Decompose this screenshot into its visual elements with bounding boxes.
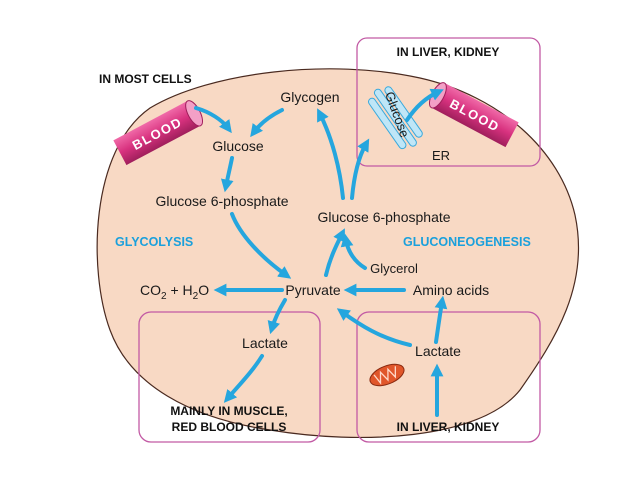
arrow-glucose-to-g6p [220, 156, 234, 193]
arrow-lactate-to-pyruvate [336, 308, 412, 347]
mitochondrion-icon [369, 363, 405, 387]
plus-h-text: + H [167, 282, 193, 298]
heading-liver-kidney-bottom: IN LIVER, KIDNEY [397, 420, 500, 434]
h2o-subscript: 2 [193, 291, 199, 302]
heading-liver-kidney-top: IN LIVER, KIDNEY [397, 45, 500, 59]
heading-most-cells: IN MOST CELLS [99, 72, 192, 86]
heading-muscle-line1: MAINLY IN MUSCLE, [170, 404, 287, 418]
node-glycogen: Glycogen [280, 89, 339, 105]
node-glycerol: Glycerol [370, 261, 418, 276]
node-er: ER [432, 148, 450, 163]
arrow-g6p-to-pyruvate [230, 212, 292, 279]
node-g6p-right: Glucose 6-phosphate [317, 209, 450, 225]
arrow-lactate-to-aminoacids-side [434, 295, 448, 344]
node-g6p-left: Glucose 6-phosphate [155, 193, 288, 209]
arrow-er-to-blood [405, 88, 444, 122]
arrow-glycogen-to-glucose [250, 108, 284, 138]
arrow-g6p-to-glycogen [317, 108, 345, 200]
node-glucose: Glucose [212, 138, 264, 154]
cell-body [96, 68, 580, 439]
blood-vessel-right: BLOOD [428, 82, 519, 148]
arrow-g6p-to-er [350, 138, 370, 200]
heading-muscle-line2: RED BLOOD CELLS [172, 420, 287, 434]
node-pyruvate: Pyruvate [285, 282, 340, 298]
arrow-pyruvate-to-g6p [324, 228, 345, 277]
node-lactate-right: Lactate [415, 343, 461, 359]
endoplasmic-reticulum-icon [368, 86, 423, 150]
liver-kidney-top-box [356, 37, 541, 167]
liver-kidney-bottom-box [356, 311, 541, 443]
node-lactate-left: Lactate [242, 335, 288, 351]
node-amino-acids: Amino acids [413, 282, 489, 298]
co2-text: CO [140, 282, 161, 298]
arrow-pyruvate-to-lactate [267, 298, 287, 335]
arrow-lactate-to-muscle-output [223, 354, 264, 403]
label-glycolysis: GLYCOLYSIS [115, 235, 193, 249]
muscle-box [138, 311, 321, 443]
oxygen-text: O [198, 282, 209, 298]
node-co2-h2o: CO2 + H2O [140, 282, 209, 302]
label-gluconeogenesis: GLUCONEOGENESIS [403, 235, 531, 249]
co2-subscript: 2 [161, 291, 167, 302]
pathway-arrows [194, 88, 448, 417]
arrow-blood-to-glucose [194, 106, 232, 134]
arrow-glycerol-to-g6p [340, 233, 367, 270]
